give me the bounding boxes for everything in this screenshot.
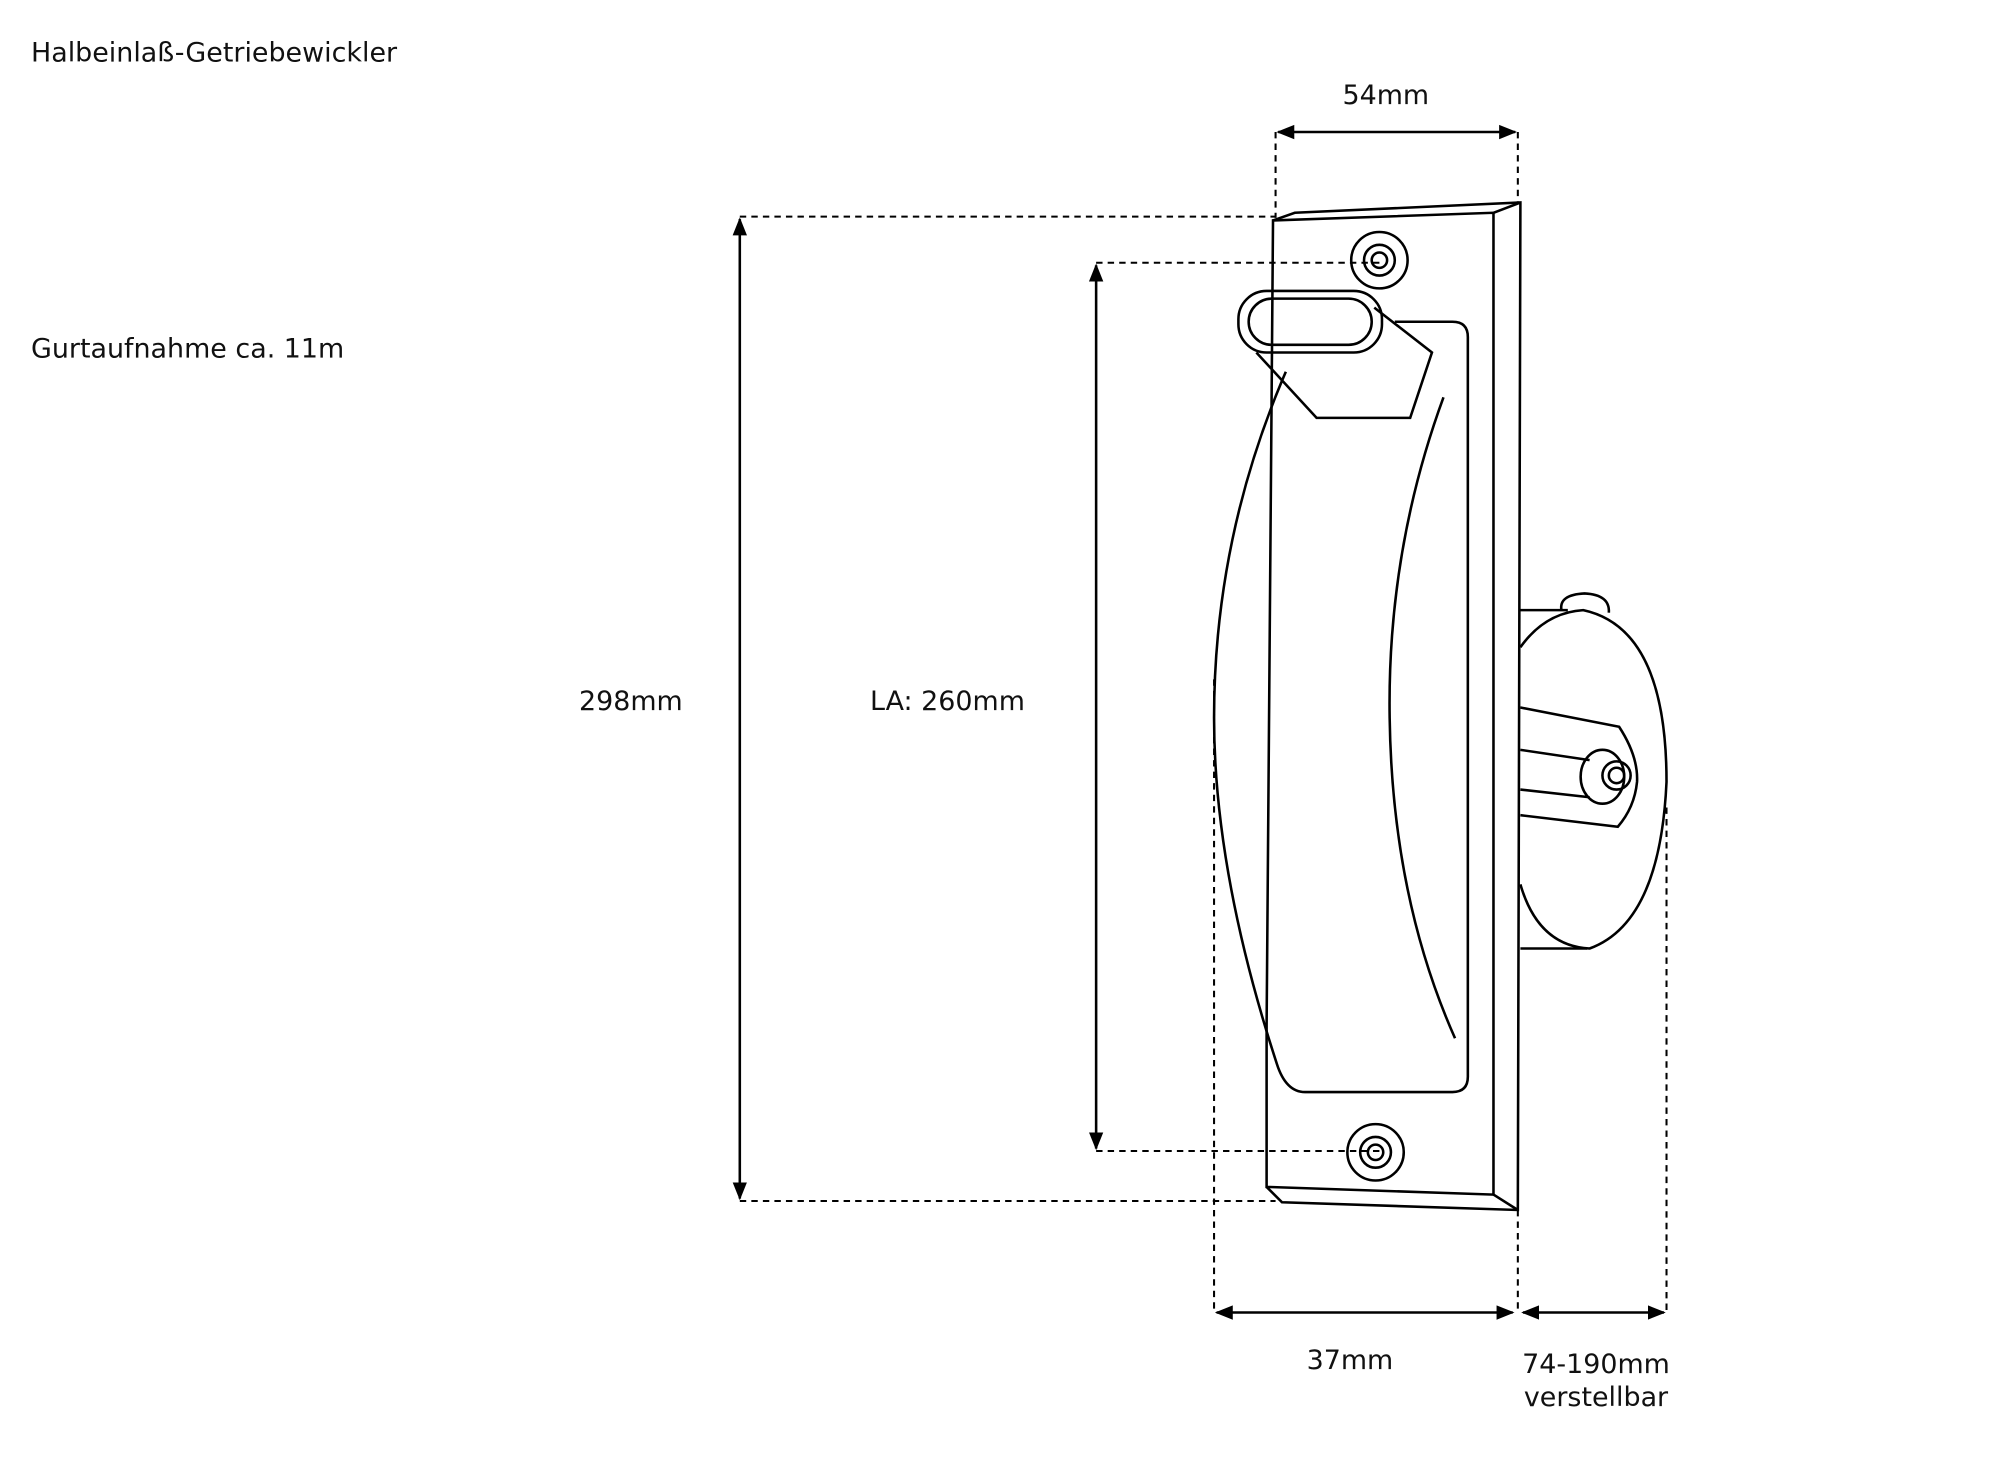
dimension-hole-distance: LA: 260mm (870, 261, 1381, 1153)
svg-text:37mm: 37mm (1307, 1345, 1394, 1376)
drawing-title: Halbeinlaß-Getriebewickler (31, 38, 398, 69)
svg-text:54mm: 54mm (1342, 80, 1429, 111)
belt-capacity-label: Gurtaufnahme ca. 11m (31, 334, 344, 365)
face-plate (1265, 201, 1522, 1212)
screw-hole-bottom (1346, 1122, 1406, 1182)
dimension-depth-front: 37mm (1213, 679, 1519, 1376)
svg-text:298mm: 298mm (579, 686, 683, 717)
svg-text:LA: 260mm: LA: 260mm (870, 686, 1025, 717)
dimension-width-top: 54mm (1274, 80, 1519, 218)
svg-text:74-190mm: 74-190mm (1522, 1349, 1670, 1380)
svg-text:verstellbar: verstellbar (1524, 1382, 1669, 1413)
screw-hole-top (1349, 230, 1409, 290)
dimension-depth-adjustable: 74-190mm verstellbar (1521, 807, 1670, 1413)
cover-body (1212, 289, 1470, 1094)
gear-housing (1519, 592, 1668, 950)
dimension-height-total: 298mm (579, 215, 1276, 1203)
